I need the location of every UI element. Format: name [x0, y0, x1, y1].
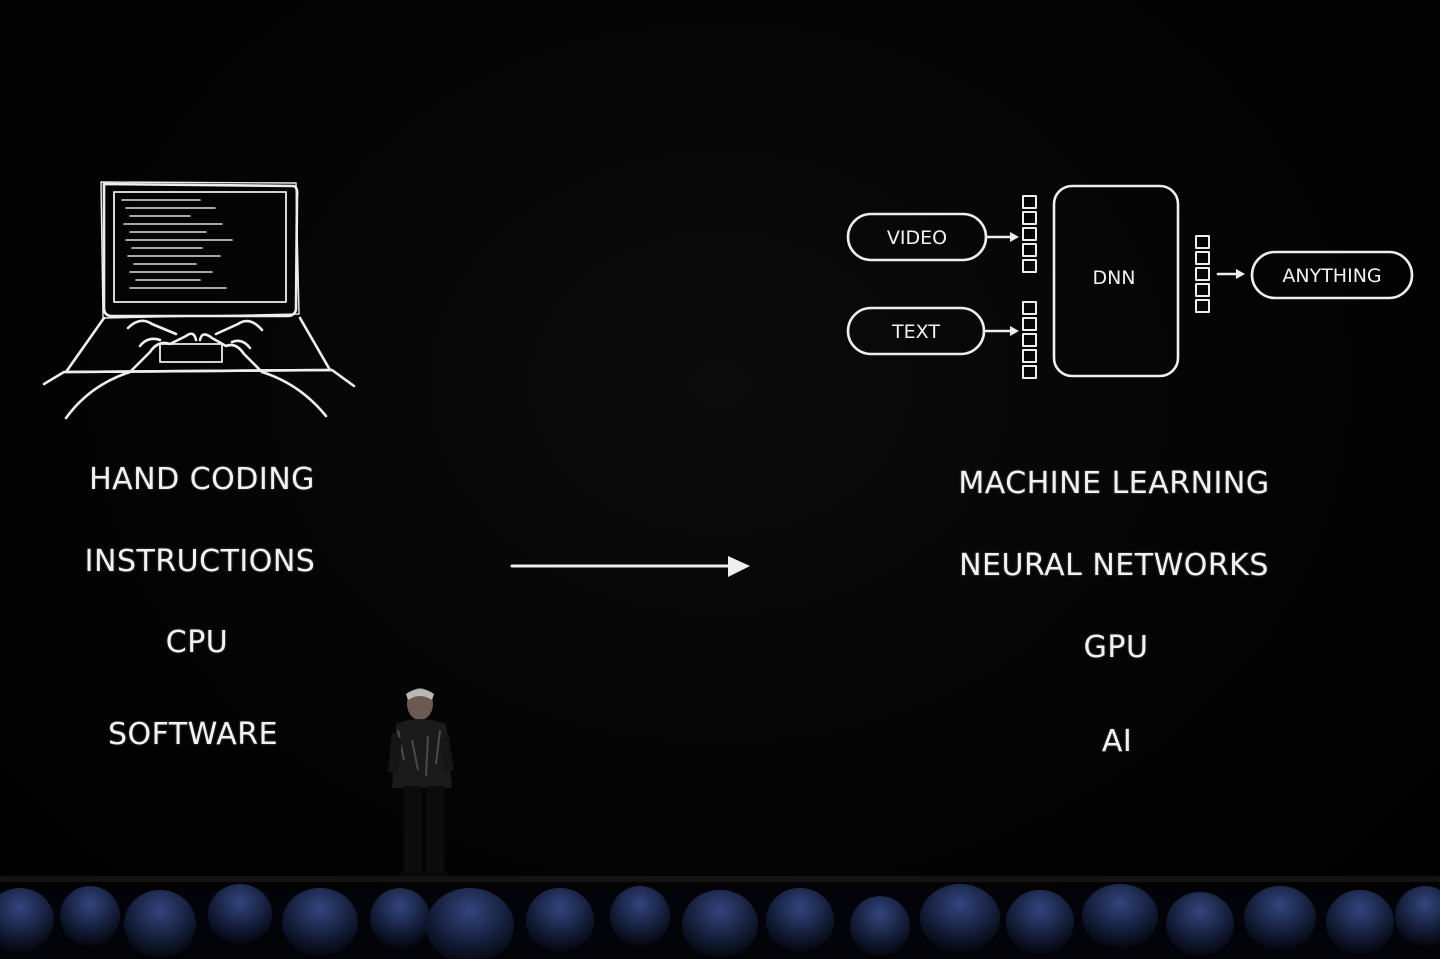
- output-label-anything: ANYTHING: [1282, 265, 1381, 287]
- laptop-with-hands-icon: [42, 181, 356, 420]
- dnn-box: [1052, 184, 1180, 378]
- left-label-instructions: INSTRUCTIONS: [84, 544, 316, 579]
- stage-edge: [0, 876, 1440, 882]
- right-label-machine-learning: MACHINE LEARNING: [958, 466, 1270, 501]
- dnn-label: DNN: [1092, 267, 1135, 289]
- dnn-diagram: VIDEO TEXT: [846, 184, 1414, 379]
- right-label-ai: AI: [1101, 724, 1133, 759]
- right-label-neural-networks: NEURAL NETWORKS: [959, 548, 1269, 583]
- input-label-text: TEXT: [891, 321, 940, 343]
- input-box-video: [846, 212, 988, 262]
- right-label-gpu: GPU: [1083, 630, 1149, 665]
- audience-silhouettes: [0, 884, 1440, 959]
- left-label-hand-coding: HAND CODING: [89, 462, 315, 497]
- left-label-software: SOFTWARE: [107, 717, 279, 752]
- input-box-text: [846, 306, 986, 356]
- transition-arrow-icon: [510, 556, 750, 577]
- output-box-anything: [1250, 250, 1414, 300]
- input-label-video: VIDEO: [887, 227, 947, 249]
- left-label-cpu: CPU: [165, 625, 229, 660]
